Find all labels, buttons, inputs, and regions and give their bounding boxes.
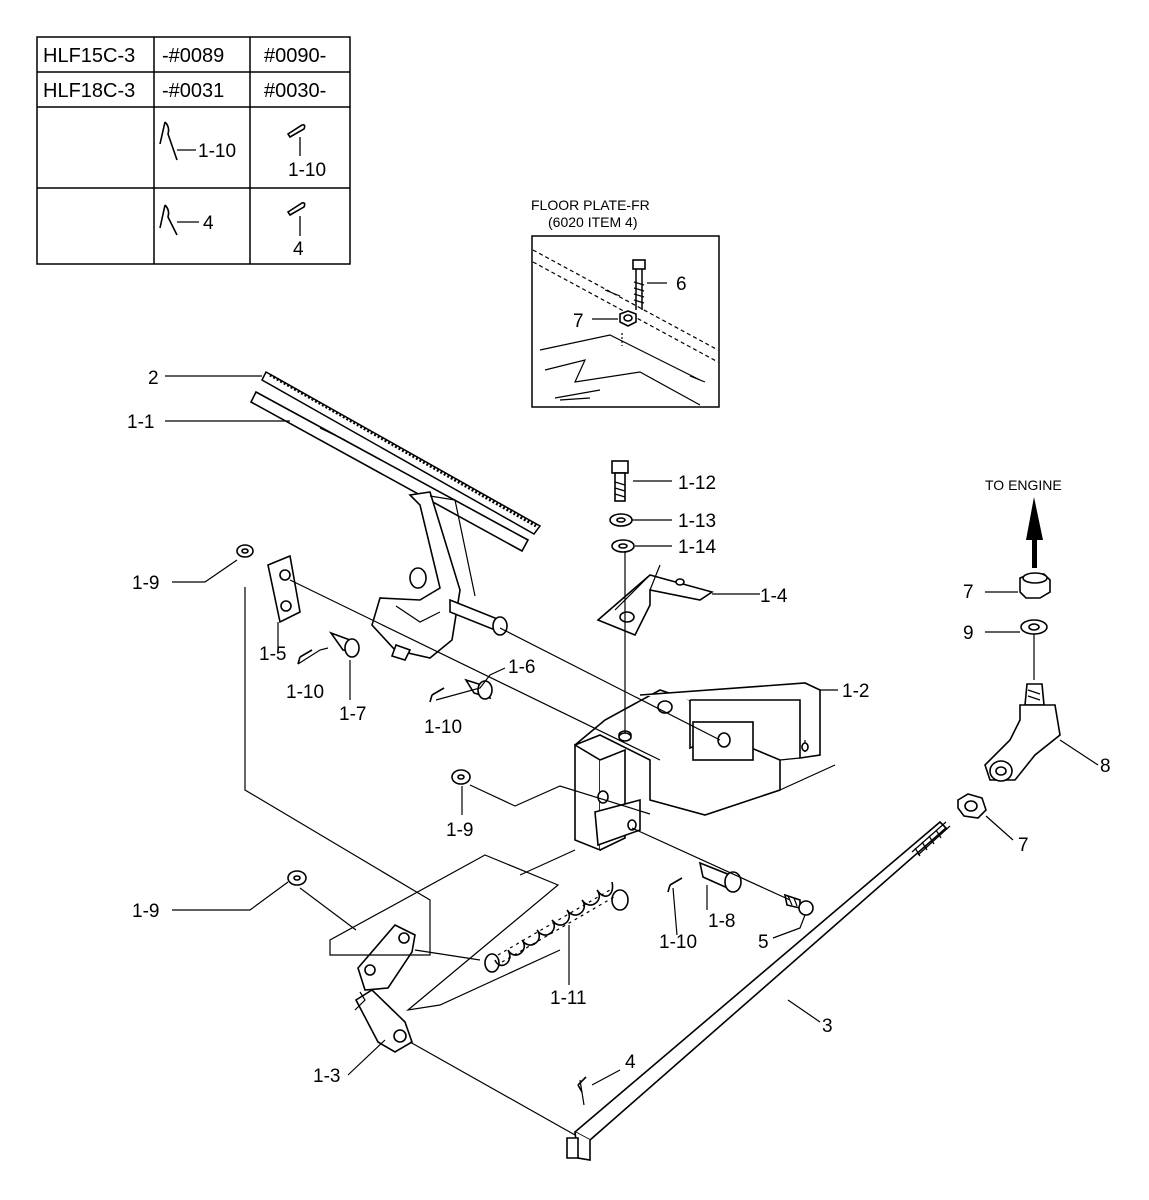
callout-1-7: 1-7 xyxy=(339,704,366,725)
table-row-1-model: HLF15C-3 xyxy=(43,45,135,67)
inset-callout-bolt: 6 xyxy=(676,274,687,295)
table-row-2-range-2: #0030- xyxy=(264,80,326,102)
callout-3: 3 xyxy=(822,1016,833,1037)
hair-pin-icon xyxy=(159,204,199,236)
callout-1-13: 1-13 xyxy=(678,511,716,532)
nut-7-bottom xyxy=(957,793,987,819)
callout-1-2: 1-2 xyxy=(842,681,869,702)
spring-1-11 xyxy=(484,881,629,973)
inset-callout-nut: 7 xyxy=(573,311,584,332)
callout-8: 8 xyxy=(1100,756,1111,777)
ball-joint-8 xyxy=(984,683,1061,782)
callout-9: 9 xyxy=(963,623,974,644)
table-row-2-model: HLF18C-3 xyxy=(43,80,135,102)
cotter-pin-icon xyxy=(286,124,306,156)
washer-1-14 xyxy=(611,539,635,553)
bolt-icon xyxy=(632,259,646,310)
washer-1-9-a xyxy=(236,544,254,558)
inset-subtitle: (6020 ITEM 4) xyxy=(548,214,637,230)
table-row-1-range-2: #0090- xyxy=(264,45,326,67)
hair-pin-icon xyxy=(159,121,196,161)
callout-2: 2 xyxy=(148,368,159,389)
table-row-2-range-1: -#0031 xyxy=(162,80,224,102)
callout-1-6: 1-6 xyxy=(508,657,535,678)
callout-1-14: 1-14 xyxy=(678,537,716,558)
callout-5: 5 xyxy=(758,932,769,953)
table-row-4-label-2: 4 xyxy=(293,239,304,260)
lever-1-3 xyxy=(354,924,416,1053)
nut-icon xyxy=(619,310,637,327)
table-row-3-label-2: 1-10 xyxy=(288,160,326,181)
callout-1-5: 1-5 xyxy=(259,644,286,665)
table-row-1-range-1: -#0089 xyxy=(162,45,224,67)
pedal-assembly xyxy=(249,370,542,661)
bolt-1-12 xyxy=(611,460,629,502)
callout-1-9-a: 1-9 xyxy=(132,573,159,594)
pin-1-8 xyxy=(698,861,742,893)
cotter-pin-icon xyxy=(286,202,306,236)
callout-1-1: 1-1 xyxy=(127,412,154,433)
callout-1-10-c: 1-10 xyxy=(659,932,697,953)
table-row-4-label-1: 4 xyxy=(203,213,214,234)
bracket-1-2 xyxy=(574,682,821,852)
inset-title: FLOOR PLATE-FR xyxy=(531,197,650,213)
ball-joint-bolt-5 xyxy=(783,893,814,916)
callout-1-3: 1-3 xyxy=(313,1066,340,1087)
lock-washer-1-13 xyxy=(609,513,633,527)
callout-7-a: 7 xyxy=(963,582,974,603)
callout-1-12: 1-12 xyxy=(678,473,716,494)
callouts: 2 1-1 1-12 1-13 1-14 1-4 1-9 1-5 1-10 1-… xyxy=(127,368,1111,1087)
floor-plate-inset: FLOOR PLATE-FR (6020 ITEM 4) 6 7 xyxy=(531,197,720,408)
washer-1-9-b xyxy=(451,769,471,785)
nut-7-top xyxy=(1019,572,1051,599)
callout-7-b: 7 xyxy=(1018,835,1029,856)
callout-1-4: 1-4 xyxy=(760,586,788,607)
callout-1-10-b: 1-10 xyxy=(424,717,462,738)
callout-1-8: 1-8 xyxy=(708,911,735,932)
to-engine-label: TO ENGINE xyxy=(985,477,1062,493)
serial-number-table: HLF15C-3 -#0089 #0090- HLF18C-3 -#0031 #… xyxy=(36,36,351,265)
washer-1-9-c xyxy=(287,870,307,886)
callout-4: 4 xyxy=(625,1052,636,1073)
callout-1-9-c: 1-9 xyxy=(132,901,159,922)
rod-3 xyxy=(566,820,951,1161)
to-engine-arrow: TO ENGINE xyxy=(985,477,1062,568)
callout-1-10-a: 1-10 xyxy=(286,682,324,703)
callout-1-11: 1-11 xyxy=(550,988,587,1009)
callout-1-9-b: 1-9 xyxy=(446,820,473,841)
washer-9 xyxy=(1020,619,1048,635)
pin-1-7 xyxy=(328,631,360,658)
table-row-3-label-1: 1-10 xyxy=(198,141,236,162)
bracket-1-4 xyxy=(596,564,714,637)
leader-lines xyxy=(165,375,1099,1136)
pin-1-6 xyxy=(464,678,493,700)
link-1-5 xyxy=(267,554,301,624)
